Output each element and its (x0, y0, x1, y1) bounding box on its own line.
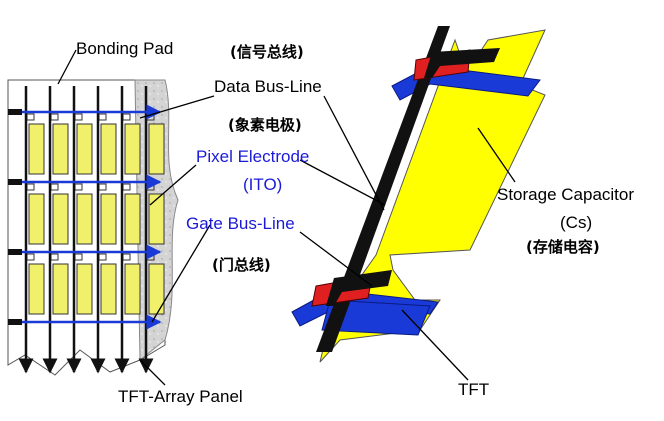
pixel-cell (124, 123, 141, 175)
bonding-pad-label: Bonding Pad (76, 39, 173, 58)
leader-storage-capacitor (477, 127, 516, 183)
leader-pixel-electrode-left (149, 164, 197, 206)
tft-array-panel (7, 79, 179, 376)
leader-gate-bus-left (151, 224, 211, 323)
bonding-pad (8, 179, 22, 185)
bonding-pads (8, 109, 22, 325)
data-bus-line-label: Data Bus-Line (214, 77, 322, 96)
bonding-pad (8, 109, 22, 115)
signal-bus-cn-label: (信号总线) (230, 43, 304, 61)
leader-pixel-electrode-right (299, 159, 386, 206)
pixel-cell (100, 263, 117, 315)
tft-gate-plate (321, 299, 431, 336)
leader-lines (57, 49, 516, 386)
bonding-pad (8, 319, 22, 325)
leader-data-bus-right (323, 95, 385, 211)
lower-tft (311, 270, 392, 307)
tft-array-panel-label: TFT-Array Panel (118, 387, 243, 406)
pixel-cell (148, 123, 165, 175)
pixel-cell (52, 123, 69, 175)
labels: Bonding Pad (信号总线) Data Bus-Line (象素电极) … (76, 39, 634, 406)
leader-tft-array-panel (139, 359, 166, 386)
pixel-cell (76, 193, 93, 245)
pixel-cell-grid (26, 113, 165, 315)
storage-capacitor-cn-label: (存储电容) (526, 238, 600, 256)
gate-bus-line-label: Gate Bus-Line (186, 214, 295, 233)
pixel-cell (52, 193, 69, 245)
pixel-cell (76, 123, 93, 175)
pixel-cell (124, 263, 141, 315)
pixel-perspective-view (291, 26, 546, 363)
upper-tft (413, 48, 500, 81)
pixel-cell (76, 263, 93, 315)
data-bus-line-bar (316, 26, 450, 352)
leader-gate-bus-right (299, 231, 373, 287)
pixel-cell (100, 193, 117, 245)
pixel-cell (148, 193, 165, 245)
pixel-electrode-label: Pixel Electrode (196, 147, 309, 166)
gate-bus-lines (22, 104, 162, 330)
leader-tft (401, 309, 469, 381)
pixel-electrode-cn-label: (象素电极) (228, 116, 302, 134)
cs-label: (Cs) (560, 213, 592, 232)
gate-line-cn-label: (门总线) (212, 256, 271, 274)
tft-label: TFT (458, 380, 489, 399)
pixel-cell (28, 263, 45, 315)
ito-label: (ITO) (243, 175, 282, 194)
pixel-cell (124, 193, 141, 245)
leader-bonding-pad (57, 49, 77, 85)
bonding-pad (8, 249, 22, 255)
pixel-cell (28, 123, 45, 175)
data-bus-lines (18, 86, 154, 374)
leader-data-bus-left (139, 95, 215, 119)
pixel-cell (100, 123, 117, 175)
pixel-cell (52, 263, 69, 315)
storage-capacitor-label: Storage Capacitor (497, 185, 634, 204)
pixel-cell (28, 193, 45, 245)
